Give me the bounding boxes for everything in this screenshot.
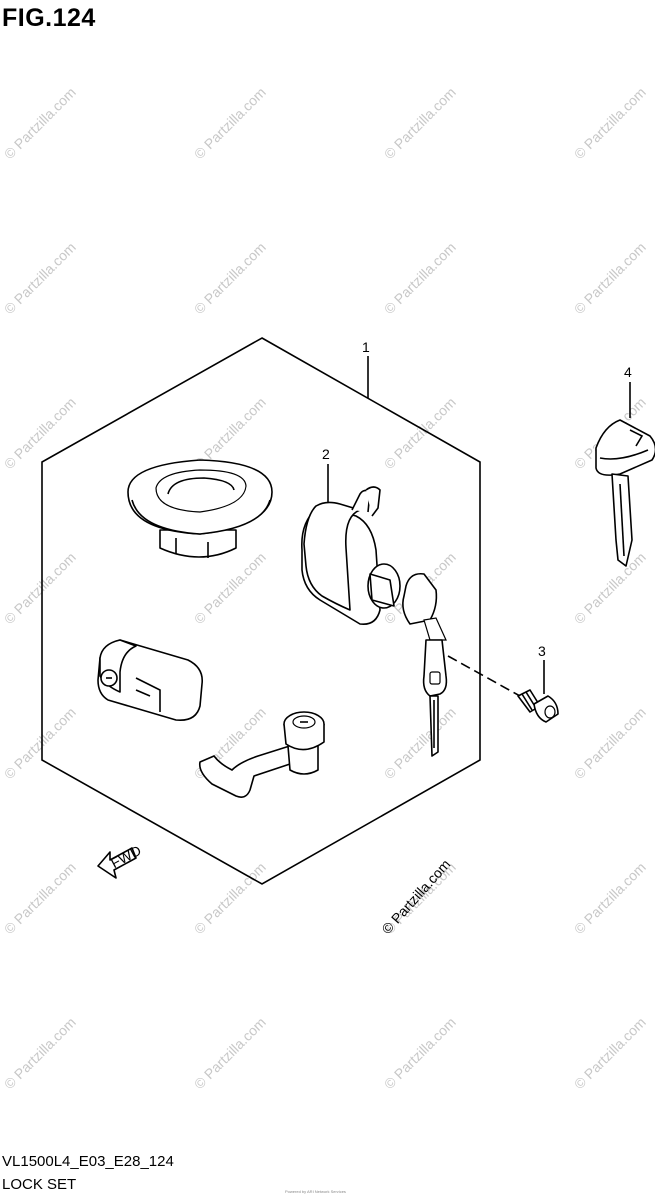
watermark-text: © Partzilla.com (381, 239, 459, 317)
watermark-text: © Partzilla.com (191, 239, 269, 317)
watermark-text: © Partzilla.com (571, 859, 649, 937)
watermark-text: © Partzilla.com (191, 84, 269, 162)
fwd-arrow: FWD (97, 842, 144, 879)
figure-title: FIG.124 (2, 4, 96, 32)
watermark-text: © Partzilla.com (381, 1014, 459, 1092)
watermark-text: © Partzilla.com (1, 549, 79, 627)
watermark-text: © Partzilla.com (571, 239, 649, 317)
footer-credit: Powered by ARI Network Services (285, 1189, 346, 1194)
copyright-mark: © Partzilla.com (378, 856, 453, 937)
assembly-leader (447, 655, 521, 697)
watermark-text: © Partzilla.com (571, 1014, 649, 1092)
watermark-text: © Partzilla.com (1, 859, 79, 937)
watermark-text: © Partzilla.com (381, 704, 459, 782)
watermark-text: © Partzilla.com (191, 859, 269, 937)
watermark-text: © Partzilla.com (571, 704, 649, 782)
watermark-text: © Partzilla.com (1, 84, 79, 162)
key-part (595, 419, 655, 567)
callout-3: 3 (538, 643, 546, 659)
seat-lock-part (97, 639, 204, 722)
watermark-text: © Partzilla.com (1, 704, 79, 782)
helmet-lock-part (198, 711, 325, 798)
watermark-text: © Partzilla.com (1, 1014, 79, 1092)
watermark-text: © Partzilla.com (1, 239, 79, 317)
watermark-text: © Partzilla.com (571, 84, 649, 162)
watermark-text: © Partzilla.com (191, 549, 269, 627)
section-name: LOCK SET (2, 1176, 77, 1193)
screw-part (517, 689, 559, 723)
svg-text:FWD: FWD (108, 842, 144, 871)
watermark-text: © Partzilla.com (191, 1014, 269, 1092)
callout-1: 1 (362, 339, 370, 355)
watermark-text: © Partzilla.com (1, 394, 79, 472)
fuel-cap-part (127, 459, 273, 558)
ignition-lock-part (301, 486, 448, 757)
model-code: VL1500L4_E03_E28_124 (2, 1153, 174, 1170)
lock-set-boundary (41, 337, 481, 885)
callout-2: 2 (322, 446, 330, 462)
watermark-text: © Partzilla.com (381, 394, 459, 472)
callout-4: 4 (624, 364, 632, 380)
watermark-text: © Partzilla.com (571, 549, 649, 627)
watermark-text: © Partzilla.com (381, 84, 459, 162)
